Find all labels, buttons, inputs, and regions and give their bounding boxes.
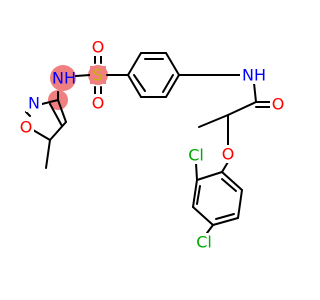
bond-nh-carbonyl bbox=[253, 82, 257, 103]
n-isoxazole-label: N bbox=[28, 94, 40, 113]
n-isoxazole-box bbox=[26, 94, 42, 112]
o-ether-label: O bbox=[222, 145, 235, 164]
nh-sulfonamide-label: NH bbox=[52, 69, 76, 88]
bond-ring2-4 bbox=[212, 217, 239, 226]
nh-amide-label: NH bbox=[242, 66, 266, 85]
o-carbonyl-label: O bbox=[272, 95, 285, 114]
bond-c4-c5 bbox=[49, 121, 67, 141]
bond-ring2-inner-3 bbox=[221, 178, 237, 192]
bond-nh-s bbox=[75, 74, 91, 77]
bond-ring-3 bbox=[165, 52, 180, 76]
bond-ring2-3 bbox=[192, 206, 214, 226]
molecule-structure: NH S O O N O NH O O Cl Cl bbox=[18, 38, 286, 252]
bond-ring-inner-3 bbox=[133, 74, 146, 92]
bond-group bbox=[25, 52, 271, 234]
o-sulfonyl-top-box bbox=[90, 38, 106, 56]
atom-label-group: NH S O O N O NH O O Cl Cl bbox=[18, 38, 286, 252]
o-ether-box bbox=[220, 145, 236, 163]
o-isoxazole-box bbox=[18, 118, 34, 136]
cl-para-label: Cl bbox=[196, 233, 212, 252]
cl-ortho-box bbox=[184, 146, 208, 164]
bond-c-ch bbox=[227, 101, 257, 116]
bond-ring2-5 bbox=[237, 189, 243, 219]
highlight-nh-sulfonamide bbox=[50, 65, 76, 91]
bond-ring-1 bbox=[127, 52, 142, 76]
bond-cl-para bbox=[206, 224, 214, 234]
bond-c3-n bbox=[41, 99, 59, 105]
bond-c5-methyl bbox=[45, 139, 51, 169]
bond-c3-c4-double bbox=[49, 103, 63, 127]
bond-ring-inner-2 bbox=[162, 74, 174, 93]
bond-n-o bbox=[25, 111, 31, 117]
bond-ring2-6 bbox=[221, 171, 243, 191]
bond-ring2-1 bbox=[196, 171, 223, 181]
bond-ring-4 bbox=[165, 74, 180, 98]
molecule-canvas: NH S O O N O NH O O Cl Cl bbox=[18, 38, 286, 252]
bond-ring2-inner-1 bbox=[196, 185, 201, 205]
cl-ortho-label: Cl bbox=[188, 146, 204, 165]
o-isoxazole-label: O bbox=[20, 118, 33, 137]
bond-o-ring bbox=[221, 161, 229, 173]
o-sulfonyl-bottom-label: O bbox=[92, 94, 105, 113]
nh-amide-box bbox=[240, 66, 268, 84]
bond-c3-c4 bbox=[57, 99, 67, 123]
bond-ring-6 bbox=[127, 74, 142, 98]
sulfur-label: S bbox=[93, 66, 103, 85]
bond-ring2-inner-2 bbox=[215, 213, 235, 220]
sulfur-box bbox=[90, 66, 106, 84]
bond-c5-o bbox=[32, 129, 51, 141]
o-sulfonyl-top-label: O bbox=[92, 38, 105, 57]
o-carbonyl-box bbox=[270, 95, 286, 113]
bond-cl-ortho bbox=[195, 162, 198, 181]
cl-para-box bbox=[192, 233, 216, 251]
bond-ring2-2 bbox=[192, 179, 198, 208]
bond-ch-methyl bbox=[198, 114, 229, 128]
o-sulfonyl-bottom-box bbox=[90, 94, 106, 112]
